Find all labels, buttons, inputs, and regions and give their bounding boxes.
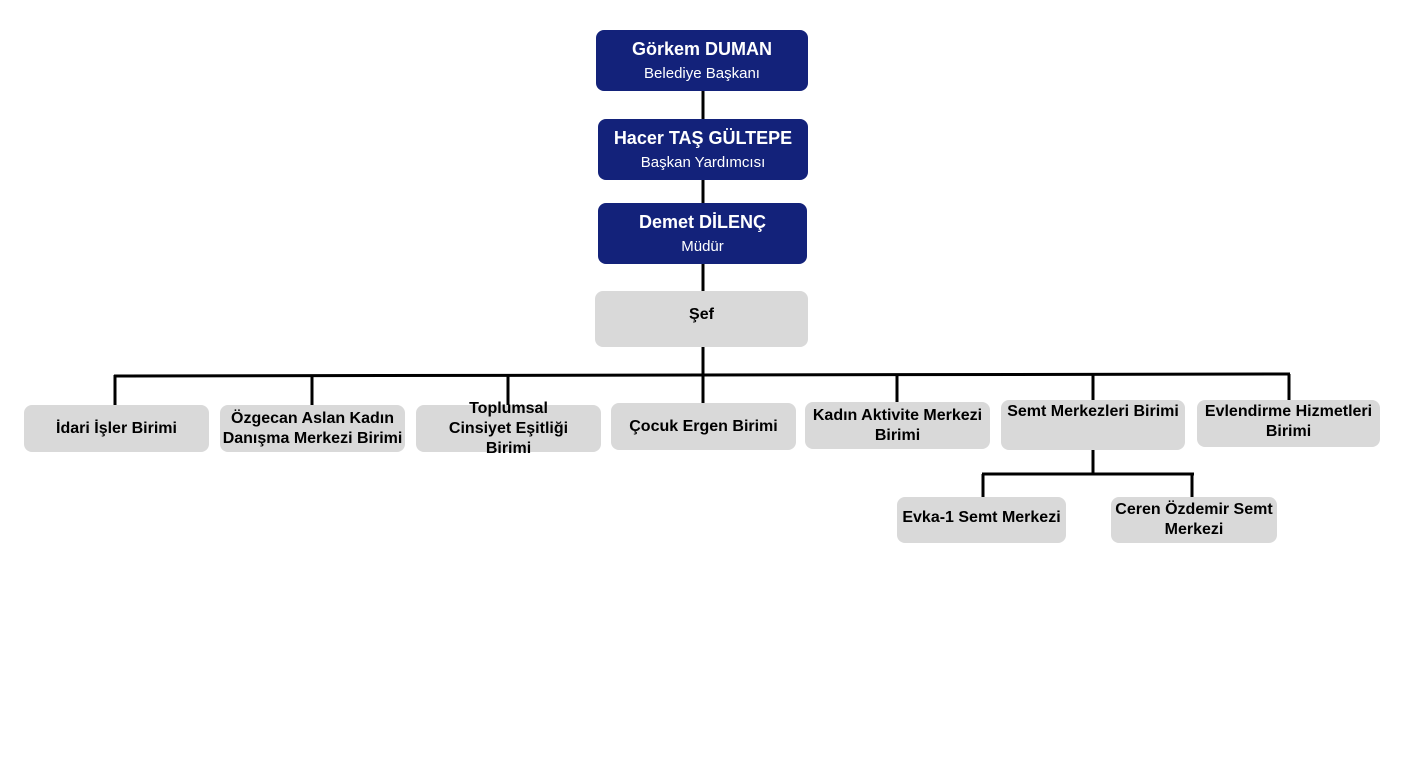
chief-label: Şef — [689, 306, 714, 323]
deputy-mayor-box: Hacer TAŞ GÜLTEPE Başkan Yardımcısı — [598, 119, 808, 180]
subunit-evka-1: Evka-1 Semt Merkezi — [897, 497, 1066, 543]
subunit-label: Ceren Özdemir Semt Merkezi — [1115, 501, 1273, 538]
unit-semt-merkezleri: Semt Merkezleri Birimi — [1001, 400, 1185, 450]
unit-label: İdari İşler Birimi — [56, 419, 177, 437]
director-role: Müdür — [681, 237, 724, 255]
deputy-mayor-name: Hacer TAŞ GÜLTEPE — [613, 127, 793, 148]
unit-evlendirme: Evlendirme Hizmetleri Birimi — [1197, 400, 1380, 447]
unit-label: Toplumsal Cinsiyet Eşitliği Birimi — [448, 399, 569, 457]
director-name: Demet DİLENÇ — [638, 211, 767, 232]
mayor-box: Görkem DUMAN Belediye Başkanı — [596, 30, 808, 91]
unit-label: Çocuk Ergen Birimi — [629, 417, 778, 435]
unit-cocuk-ergen: Çocuk Ergen Birimi — [611, 403, 796, 450]
subunit-ceren-ozdemir: Ceren Özdemir Semt Merkezi — [1111, 497, 1277, 543]
unit-kadin-aktivite: Kadın Aktivite Merkezi Birimi — [805, 402, 990, 449]
unit-label: Evlendirme Hizmetleri Birimi — [1204, 402, 1373, 440]
unit-label: Kadın Aktivite Merkezi Birimi — [812, 406, 983, 444]
director-box: Demet DİLENÇ Müdür — [598, 203, 807, 264]
unit-toplumsal-cinsiyet: Toplumsal Cinsiyet Eşitliği Birimi — [416, 400, 601, 457]
unit-ozgecan-aslan: Özgecan Aslan Kadın Danışma Merkezi Biri… — [220, 405, 405, 452]
unit-label: Özgecan Aslan Kadın Danışma Merkezi Biri… — [222, 409, 403, 447]
unit-idari-isler: İdari İşler Birimi — [24, 405, 209, 452]
chief-box: Şef — [595, 291, 808, 347]
deputy-mayor-role: Başkan Yardımcısı — [640, 153, 766, 171]
unit-label: Semt Merkezleri Birimi — [1007, 403, 1179, 420]
mayor-name: Görkem DUMAN — [631, 38, 773, 59]
mayor-role: Belediye Başkanı — [644, 64, 760, 82]
subunit-label: Evka-1 Semt Merkezi — [902, 509, 1061, 526]
